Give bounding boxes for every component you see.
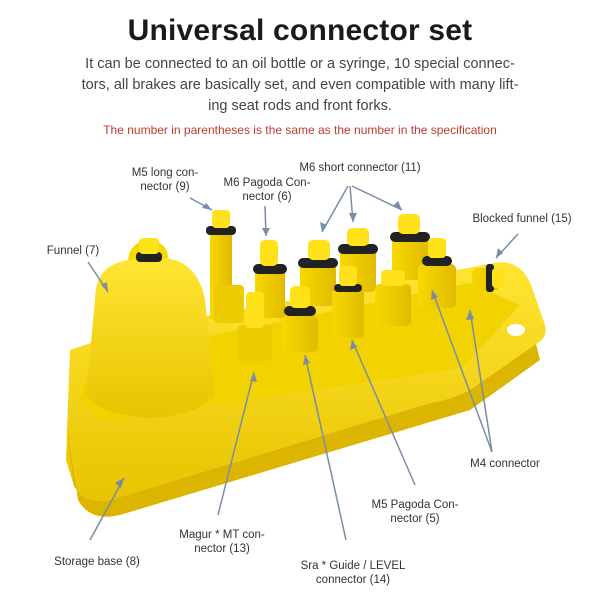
magur-mt-connector [238,292,272,361]
label-m6-short-connector: M6 short connector (11) [299,162,421,174]
specification-note: The number in parentheses is the same as… [103,123,497,137]
label-storage-base: Storage base (8) [54,556,140,568]
funnel [86,238,215,418]
m5-long-connector [206,210,244,323]
m4-connector-1 [375,270,411,326]
sra-guide-level-connector [282,286,318,352]
blocked-funnel [472,264,504,292]
label-funnel: Funnel (7) [46,245,100,257]
label-m5-long-connector: M5 long con- nector (9) [131,167,199,193]
label-sra-guide-level-connector: Sra * Guide / LEVEL connector (14) [300,560,406,586]
label-m5-pagoda-connector: M5 Pagoda Con- nector (5) [371,499,459,525]
m5-pagoda-connector [332,266,364,338]
page-title: Universal connector set [127,14,473,47]
m6-short-connector-2 [338,228,378,292]
label-m6-pagoda-connector: M6 Pagoda Con- nector (6) [223,177,311,203]
callout-lines [87,185,519,541]
callout-arrowheads [101,201,503,488]
label-m4-connector: M4 connector [470,458,540,470]
m4-connector-2 [418,238,456,308]
label-blocked-funnel: Blocked funnel (15) [472,213,572,225]
description: It can be connected to an oil bottle or … [81,56,519,114]
label-magur-mt-connector: Magur * MT con- nector (13) [179,529,265,555]
